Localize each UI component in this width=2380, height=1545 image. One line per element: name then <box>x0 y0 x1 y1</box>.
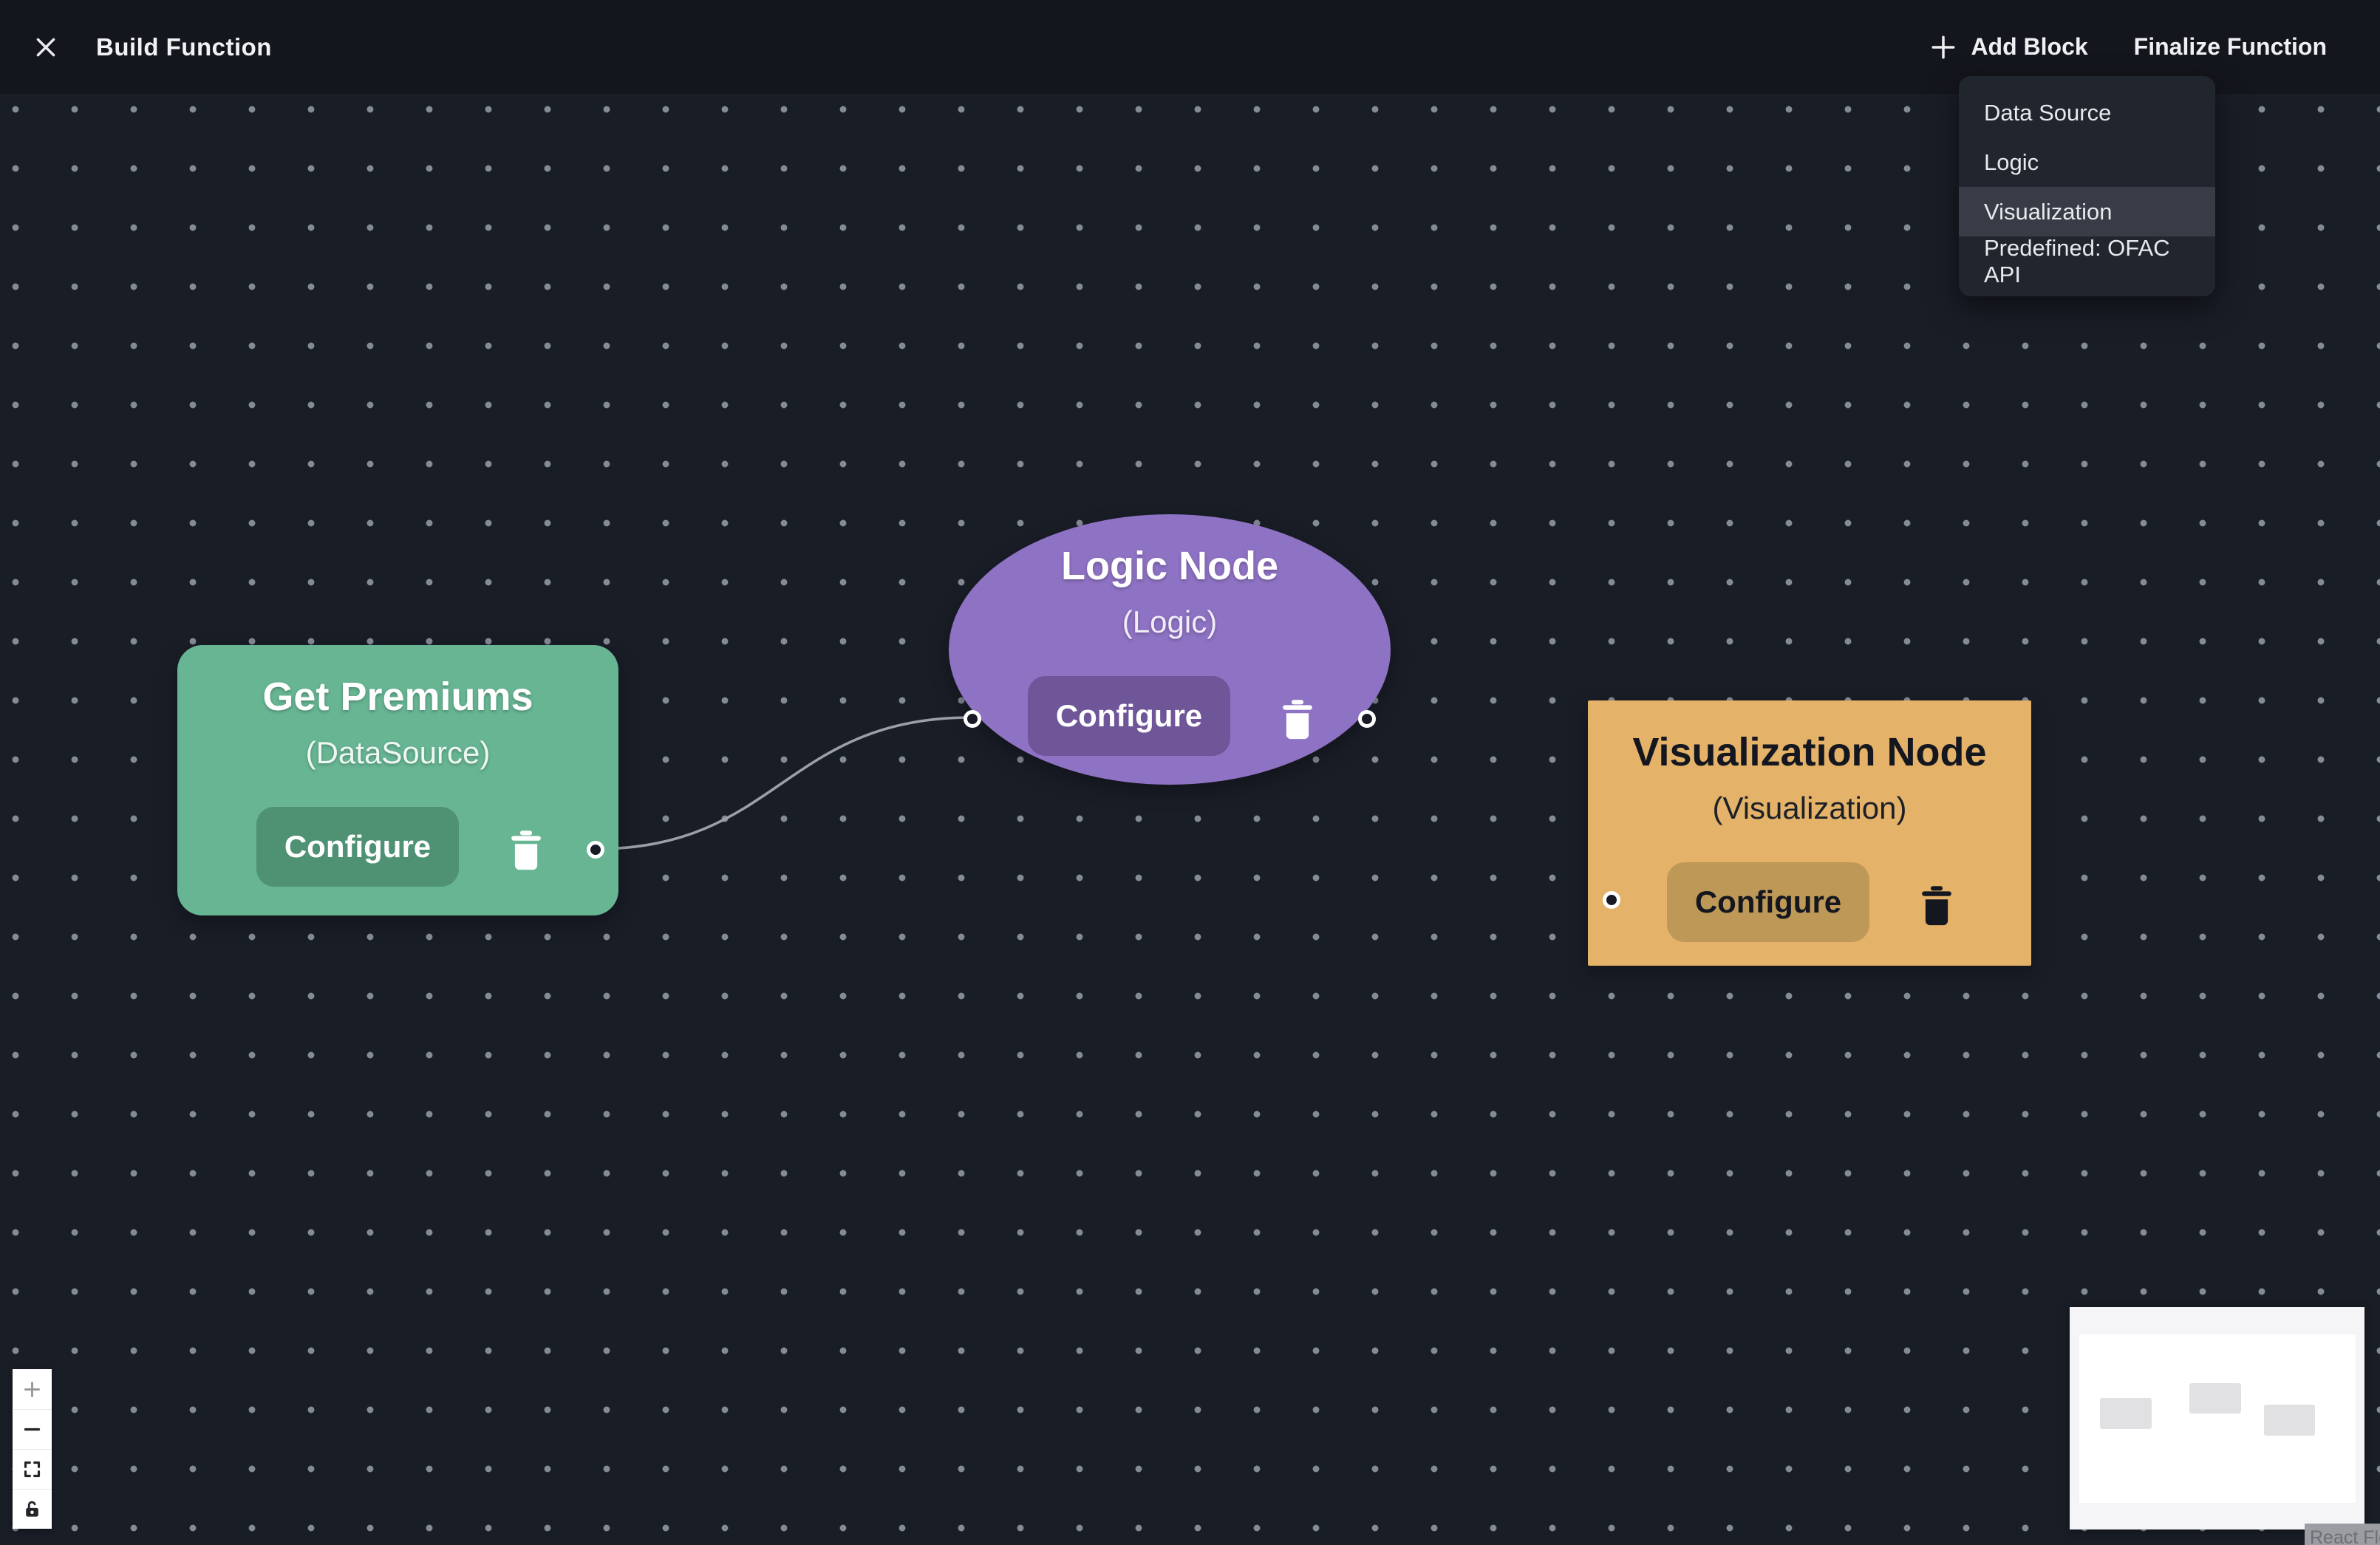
source-handle[interactable] <box>587 841 604 859</box>
trash-icon <box>511 831 541 870</box>
source-handle[interactable] <box>1358 710 1376 728</box>
target-handle[interactable] <box>964 710 981 728</box>
delete-node-button[interactable] <box>507 828 545 872</box>
page-title: Build Function <box>96 33 272 61</box>
unlock-icon <box>26 1501 38 1517</box>
react-flow-attribution[interactable]: React Flow <box>2305 1524 2380 1545</box>
add-block-menu: Data Source Logic Visualization Predefin… <box>1959 76 2215 296</box>
node-title: Logic Node <box>1061 544 1278 588</box>
finalize-function-label: Finalize Function <box>2133 33 2327 60</box>
node-title: Get Premiums <box>262 675 533 719</box>
menu-item-logic[interactable]: Logic <box>1984 149 2039 175</box>
zoom-out-button[interactable] <box>13 1409 52 1449</box>
close-button[interactable] <box>27 28 65 66</box>
configure-button[interactable]: Configure <box>1028 676 1230 756</box>
trash-icon <box>1283 700 1312 740</box>
minimap-node <box>2100 1398 2152 1429</box>
delete-node-button[interactable] <box>1278 697 1317 741</box>
configure-button[interactable]: Configure <box>1667 862 1869 942</box>
minimap-node <box>2189 1383 2241 1413</box>
node-visualization[interactable]: Visualization Node (Visualization) Confi… <box>1588 700 2031 966</box>
node-title: Visualization Node <box>1632 730 1987 774</box>
node-logic[interactable]: Logic Node (Logic) Configure <box>949 514 1391 785</box>
configure-button[interactable]: Configure <box>256 807 459 887</box>
node-subtitle: (Logic) <box>1122 604 1218 639</box>
plus-icon <box>24 1381 40 1397</box>
header-actions: Add Block Finalize Function <box>1927 31 2327 64</box>
node-subtitle: (Visualization) <box>1712 791 1907 825</box>
menu-item-predefined-ofac-api[interactable]: Predefined: OFAC API <box>1984 234 2170 287</box>
add-block-button[interactable]: Add Block <box>1927 31 2088 64</box>
node-get-premiums[interactable]: Get Premiums (DataSource) Configure <box>177 645 618 915</box>
finalize-function-button[interactable]: Finalize Function <box>2134 33 2327 61</box>
fit-view-icon <box>24 1461 41 1478</box>
target-handle[interactable] <box>1603 891 1620 909</box>
menu-item-data-source[interactable]: Data Source <box>1984 99 2112 126</box>
canvas-controls <box>13 1369 52 1529</box>
menu-item-visualization[interactable]: Visualization <box>1959 187 2215 236</box>
fit-view-button[interactable] <box>13 1449 52 1489</box>
trash-icon <box>1922 886 1951 926</box>
close-icon <box>36 38 55 56</box>
add-block-label: Add Block <box>1971 33 2088 60</box>
minimap[interactable] <box>2070 1307 2364 1529</box>
plus-icon <box>1931 35 1955 58</box>
zoom-in-button[interactable] <box>13 1369 52 1409</box>
minus-icon <box>24 1428 41 1431</box>
minimap-node <box>2264 1405 2315 1436</box>
node-subtitle: (DataSource) <box>305 735 491 770</box>
lock-button[interactable] <box>13 1489 52 1529</box>
edge-getpremiums-to-logicnode[interactable] <box>594 716 973 850</box>
delete-node-button[interactable] <box>1917 883 1956 927</box>
